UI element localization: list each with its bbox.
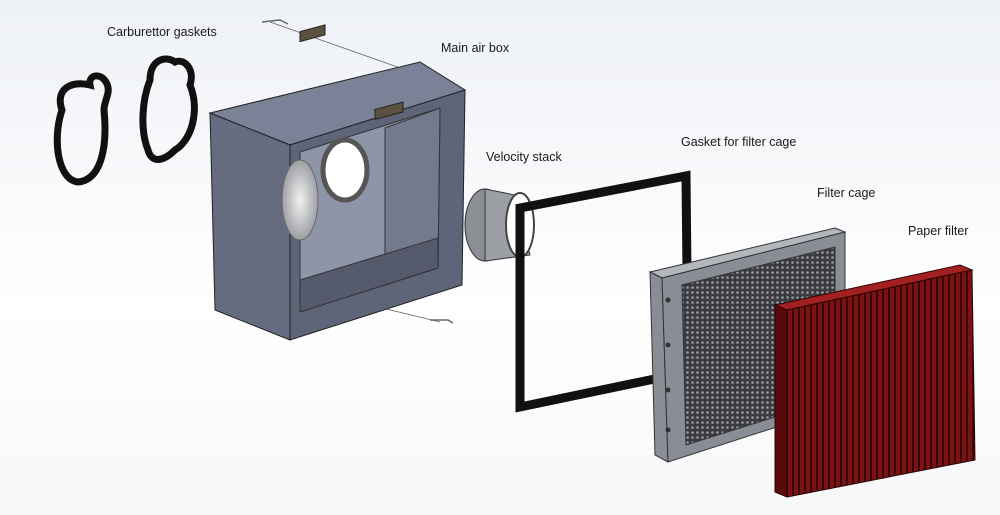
label-main-air-box: Main air box (441, 41, 510, 55)
paper-filter (773, 264, 976, 498)
label-paper-filter: Paper filter (908, 224, 969, 238)
clip-top-icon (261, 19, 289, 25)
main-air-box (208, 24, 467, 341)
label-filter-cage: Filter cage (817, 186, 876, 200)
clip-bottom-icon (430, 319, 454, 324)
wire-clip-top (269, 21, 421, 76)
carburettor-gasket-right (139, 55, 198, 163)
label-gasket-for-filter-cage: Gasket for filter cage (681, 135, 797, 149)
label-carburettor-gaskets: Carburettor gaskets (107, 25, 217, 39)
carburettor-gasket-left (53, 72, 112, 186)
label-velocity-stack: Velocity stack (486, 150, 562, 164)
